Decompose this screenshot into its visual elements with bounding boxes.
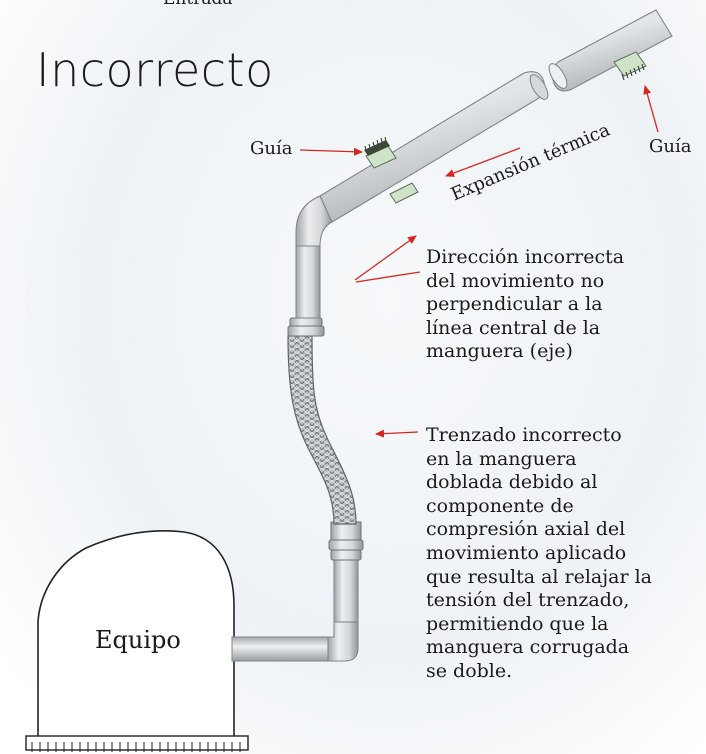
note-braid-line: manguera corrugada: [426, 636, 630, 659]
note-braid-line: tensión del trenzado,: [426, 589, 630, 612]
note-direction-line: perpendicular a la: [426, 293, 603, 316]
note-braid-line: Trenzado incorrecto: [426, 424, 622, 446]
diagonal-pipe-upper: [548, 9, 673, 92]
guide-right: [613, 51, 647, 81]
lower-vertical-pipe: [328, 521, 364, 623]
note-braid-line: en la manguera: [426, 447, 577, 470]
note-braid-line: componente de: [426, 494, 574, 517]
note-braid-line: compresión axial del: [426, 518, 626, 541]
note-direction-line: línea central de la: [426, 316, 601, 339]
guide-left: [364, 136, 419, 204]
note-braid-line: permitiendo que la: [426, 612, 609, 635]
red-arrows: [299, 85, 659, 438]
arrow-direction-up: [354, 235, 417, 281]
horizontal-pipe: [231, 619, 359, 662]
note-braid-line: que resulta al relajar la: [426, 565, 652, 588]
upper-vertical-pipe: [287, 195, 333, 337]
page-title: Incorrecto: [36, 43, 274, 97]
top-label: Entrada: [163, 0, 232, 9]
guide-left-label: Guía: [250, 138, 293, 159]
equipment-label: Equipo: [95, 626, 181, 654]
note-direction-line: manguera (eje): [426, 340, 573, 363]
note-braid-line: movimiento aplicado: [426, 541, 627, 564]
braided-hose: [287, 335, 357, 525]
arrow-direction-down: [355, 271, 421, 283]
note-braid-line: se doble.: [426, 659, 513, 682]
note-direction: Dirección incorrecta del movimiento no p…: [426, 246, 624, 364]
arrow-thermal-expansion: [445, 147, 521, 177]
equipment-body: [25, 529, 249, 752]
note-braid-line: doblada debido al: [426, 471, 598, 494]
arrow-braid: [375, 429, 419, 438]
note-direction-line: del movimiento no: [426, 269, 605, 292]
guide-right-label: Guía: [649, 136, 692, 157]
diagonal-pipe-lower: [319, 71, 549, 223]
note-braid: Trenzado incorrecto en la manguera dobla…: [426, 424, 652, 684]
arrow-guide-left: [299, 147, 363, 156]
arrow-guide-right: [643, 85, 659, 133]
note-direction-line: Dirección incorrecta: [426, 246, 625, 268]
